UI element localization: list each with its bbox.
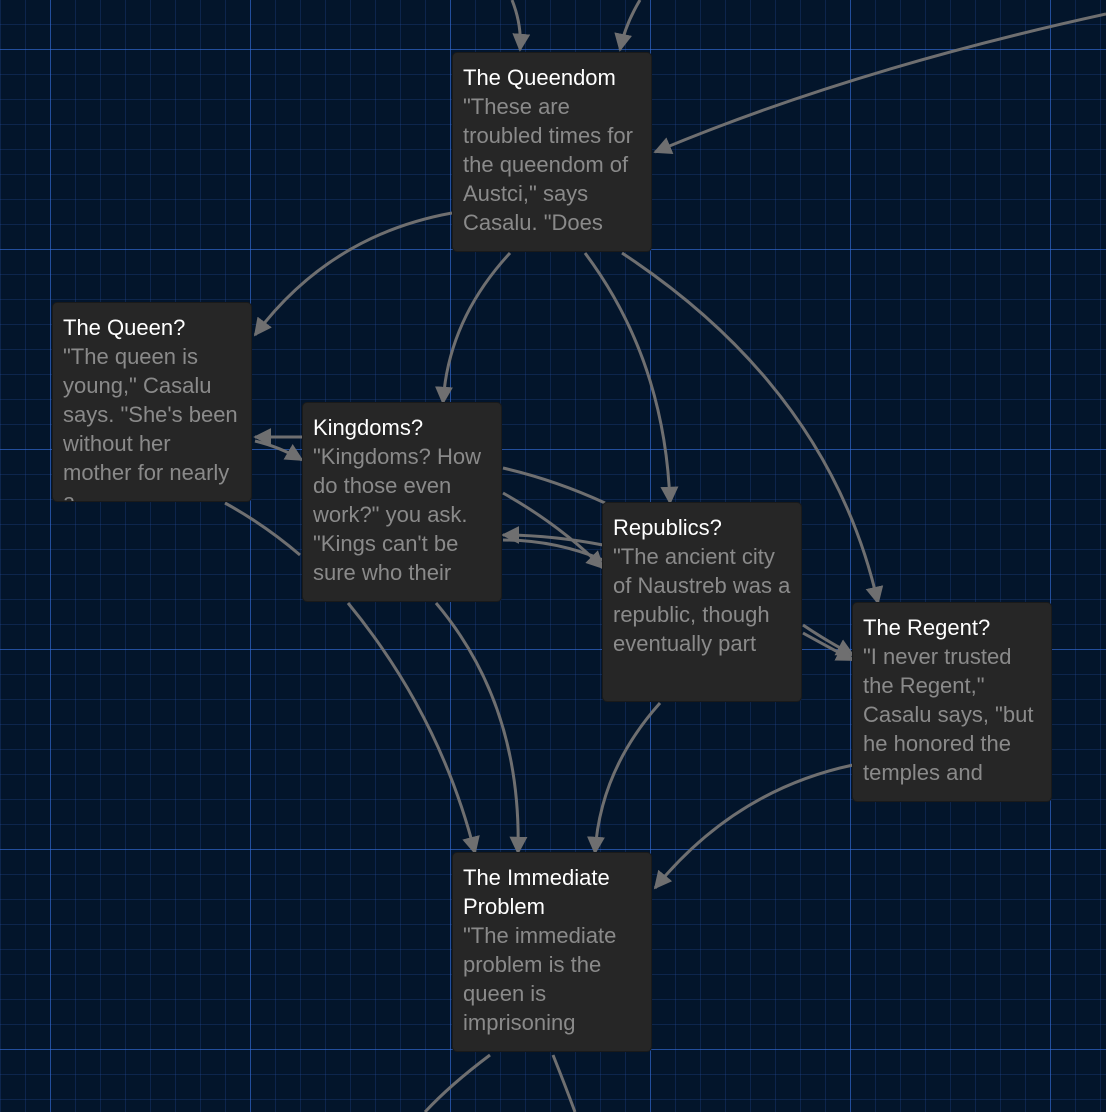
link-arrow [502, 466, 606, 505]
passage-title: The Immediate Problem [463, 865, 610, 919]
passage-excerpt: "Kingdoms? How do those even work?" you … [313, 444, 481, 585]
passage-excerpt: "These are troubled times for the queend… [463, 94, 633, 235]
link-arrow [551, 1054, 577, 1112]
link-arrow [254, 439, 304, 462]
passage-card-kingdoms[interactable]: Kingdoms? "Kingdoms? How do those even w… [302, 402, 502, 602]
passage-card-the-immediate-problem[interactable]: The Immediate Problem "The immediate pro… [452, 852, 652, 1052]
link-arrow [614, 0, 642, 52]
passage-excerpt: "The immediate problem is the queen is i… [463, 923, 617, 1035]
link-arrow [434, 251, 512, 405]
link-arrow [621, 251, 884, 605]
link-arrow [434, 602, 528, 855]
passage-title: Kingdoms? [313, 415, 424, 440]
passage-title: The Regent? [863, 615, 991, 640]
passage-card-the-queen[interactable]: The Queen? "The queen is young," Casalu … [52, 302, 252, 502]
passage-title: The Queendom [463, 65, 616, 90]
link-arrow [346, 602, 480, 855]
link-arrow [802, 623, 855, 657]
link-arrow [502, 491, 605, 570]
link-arrow [802, 631, 855, 662]
link-arrow [253, 211, 453, 337]
passage-card-republics[interactable]: Republics? "The ancient city of Naustreb… [602, 502, 802, 702]
link-arrow [586, 701, 662, 855]
link-arrow [583, 252, 679, 505]
passage-title: The Queen? [63, 315, 186, 340]
passage-excerpt: "I never trusted the Regent," Casalu say… [863, 644, 1034, 785]
link-arrow [502, 538, 604, 562]
link-arrow [423, 1053, 491, 1112]
passage-excerpt: "The ancient city of Naustreb was a repu… [613, 544, 791, 656]
link-arrow [653, 763, 854, 890]
link-arrow [224, 501, 301, 557]
passage-card-the-queendom[interactable]: The Queendom "These are troubled times f… [452, 52, 652, 252]
link-arrow [653, 12, 1106, 155]
passage-card-the-regent[interactable]: The Regent? "I never trusted the Regent,… [852, 602, 1052, 802]
passage-title: Republics? [613, 515, 722, 540]
link-arrow [501, 526, 604, 547]
passage-excerpt: "The queen is young," Casalu says. "She'… [63, 344, 238, 502]
link-arrow [510, 0, 531, 52]
